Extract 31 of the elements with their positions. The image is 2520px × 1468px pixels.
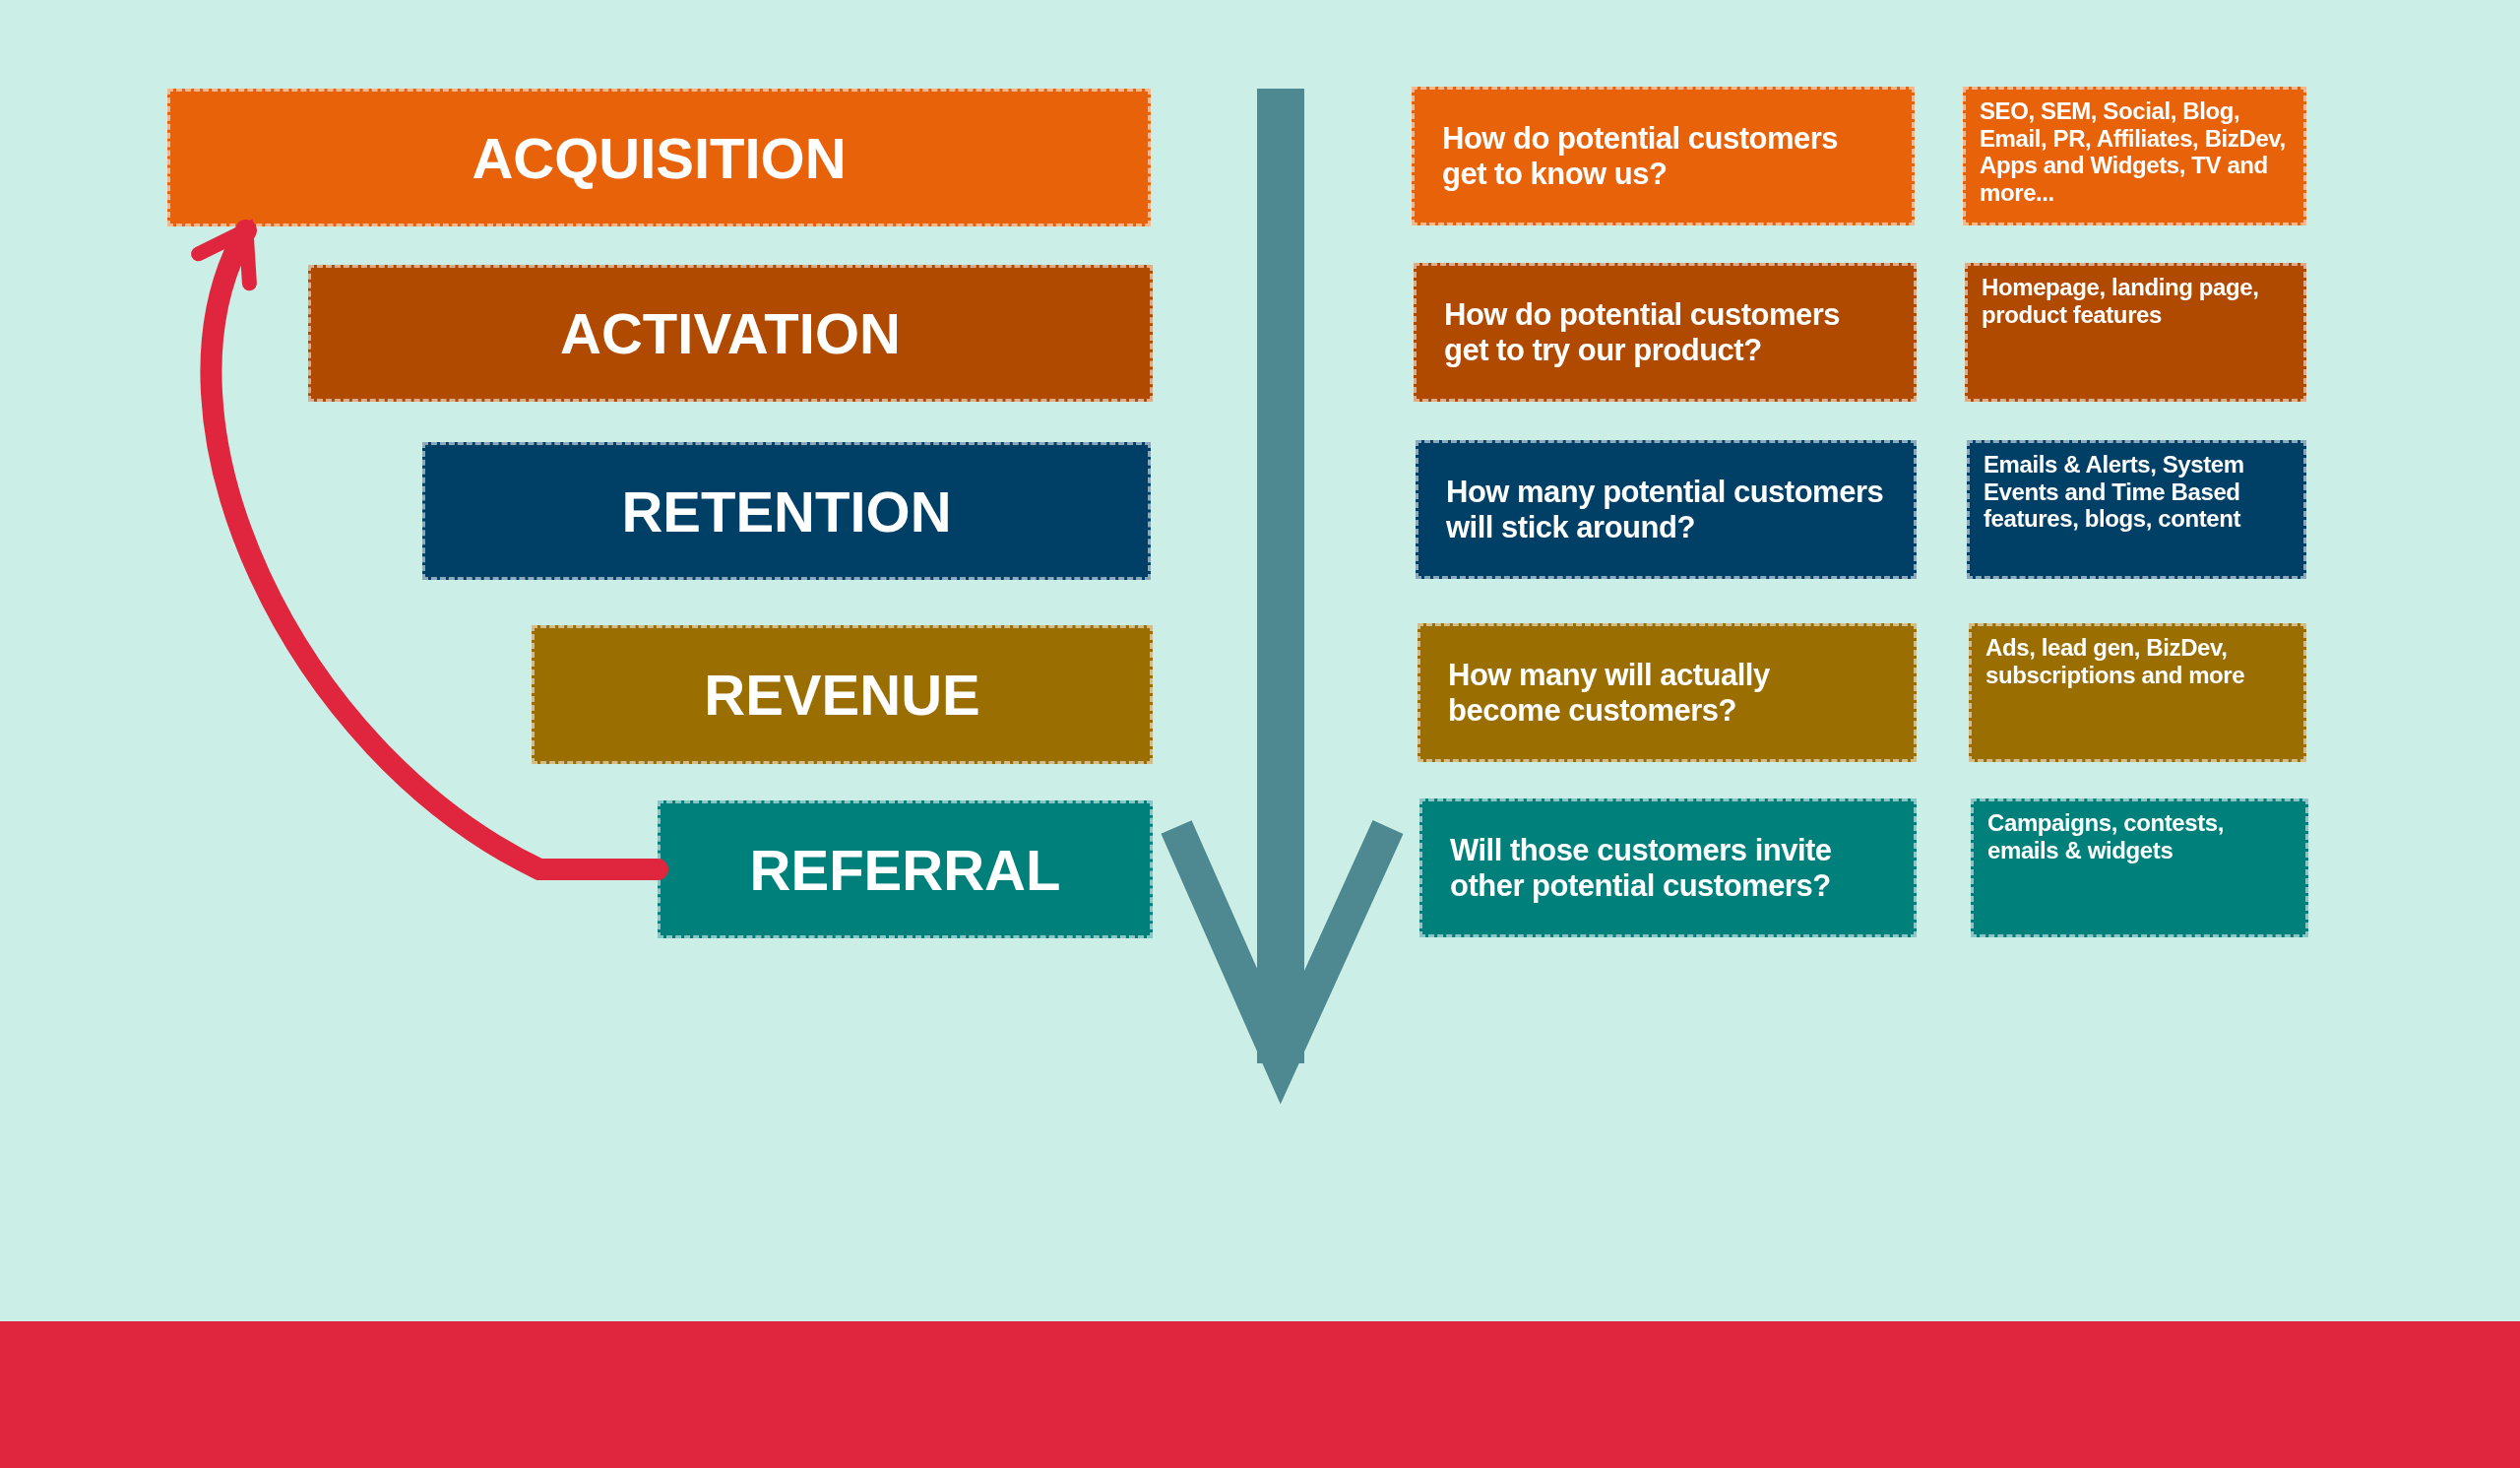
examples-text: Ads, lead gen, BizDev, subscriptions and more <box>1985 634 2246 689</box>
stage-box <box>308 265 1153 402</box>
examples-box <box>1967 440 2306 579</box>
stage-label: RETENTION <box>621 478 952 544</box>
question-text: How do potential customers get to know us? <box>1442 120 1840 192</box>
curved-arrow <box>194 220 668 880</box>
question-box <box>1416 440 1917 579</box>
stage-box <box>167 89 1151 226</box>
stage-label: ACQUISITION <box>472 124 847 191</box>
examples-box <box>1969 623 2306 762</box>
stage-box <box>532 625 1153 764</box>
question-text: How do potential customers get to try our product? <box>1444 296 1842 368</box>
question-box <box>1414 263 1917 402</box>
examples-text: Campaigns, contests, emails & widgets <box>1987 809 2226 864</box>
question-text: How many potential customers will stick around? <box>1446 474 1885 545</box>
stage-box <box>422 442 1151 580</box>
examples-text: SEO, SEM, Social, Blog, Email, PR, Affiliates, BizDev, Apps and Widgets, TV and more... <box>1980 97 2287 207</box>
question-text: Will those customers invite other potential customers? <box>1450 832 1833 904</box>
examples-text: Emails & Alerts, System Events and Time Based features, blogs, content <box>1984 451 2245 533</box>
examples-box <box>1963 87 2306 225</box>
examples-box <box>1971 798 2308 937</box>
question-box <box>1418 623 1917 762</box>
question-box <box>1419 798 1917 937</box>
stage-box <box>658 800 1153 938</box>
question-text: How many will actually become customers? <box>1448 657 1771 729</box>
stage-label: ACTIVATION <box>560 300 901 366</box>
stage-label: REVENUE <box>704 662 980 728</box>
question-box <box>1412 87 1915 225</box>
examples-box <box>1965 263 2306 402</box>
stage-label: REFERRAL <box>749 836 1061 903</box>
examples-text: Homepage, landing page, product features <box>1982 274 2260 329</box>
